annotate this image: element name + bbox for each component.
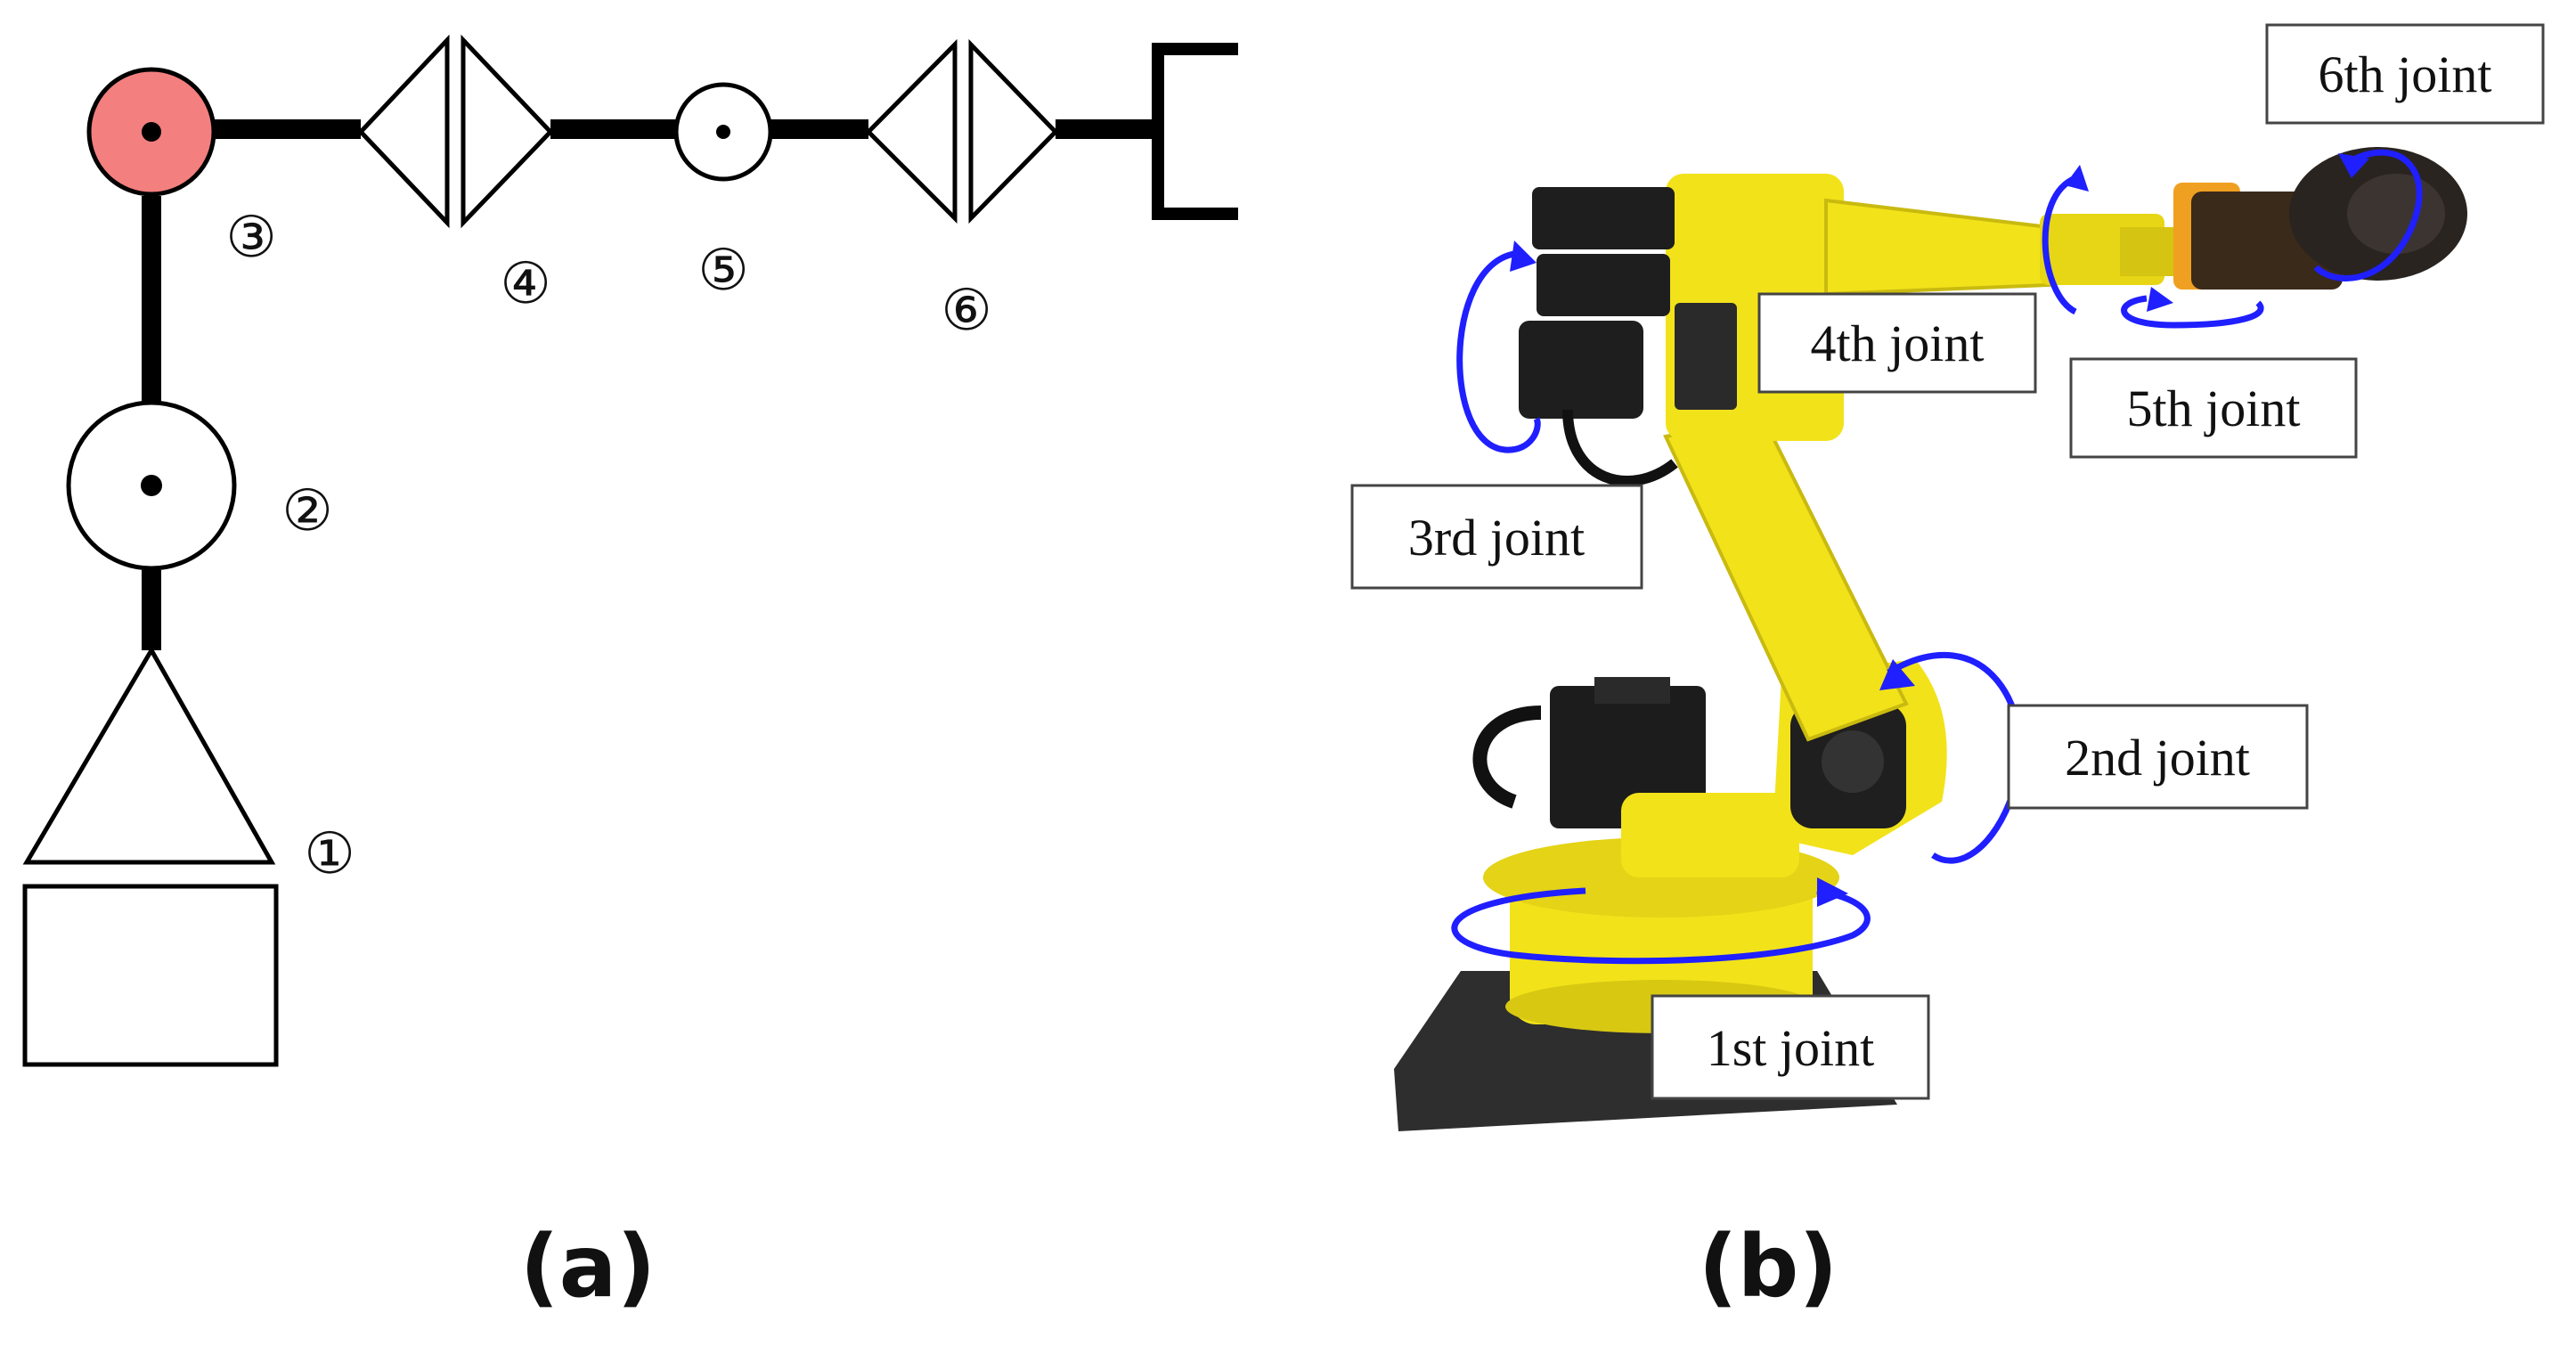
joint-3-rotation-arrow xyxy=(1456,250,1541,453)
joint-3-axis-dot xyxy=(142,122,161,142)
end-effector-gripper xyxy=(1152,43,1238,220)
arrowhead-j5 xyxy=(2147,287,2173,312)
joint-number-3: ③ xyxy=(225,205,276,271)
joint-label-4-text: 4th joint xyxy=(1811,314,1985,372)
joint-label-6: 6th joint xyxy=(2265,23,2545,125)
base-block xyxy=(22,884,279,1067)
joint-label-1-text: 1st joint xyxy=(1707,1019,1875,1077)
joint-4-rotation-arrow xyxy=(2042,175,2077,315)
arrowhead-j2 xyxy=(1879,659,1915,690)
joint-label-2-text: 2nd joint xyxy=(2065,729,2250,787)
joint-number-2: ② xyxy=(281,478,332,544)
joint-number-1: ① xyxy=(304,821,355,887)
arrowhead-j6 xyxy=(2338,153,2369,178)
robot-upper-arm xyxy=(1824,198,2200,297)
joint-number-6: ⑥ xyxy=(941,278,991,344)
joint-label-4: 4th joint xyxy=(1757,292,2037,394)
joint-1-symbol xyxy=(22,646,276,865)
joint-4-symbol xyxy=(357,34,554,229)
arrowhead-j1 xyxy=(1817,877,1848,907)
joint-label-3-text: 3rd joint xyxy=(1408,509,1585,567)
joint-label-5-text: 5th joint xyxy=(2127,379,2301,437)
joint-number-4: ④ xyxy=(500,251,550,317)
joint-label-2: 2nd joint xyxy=(2007,704,2309,810)
joint-label-1: 1st joint xyxy=(1651,994,1930,1100)
joint-label-3: 3rd joint xyxy=(1350,484,1643,590)
joint-6-rotation-arrow xyxy=(2313,149,2423,281)
panel-b-robot: 1st joint 2nd joint 3rd joint 4th joint … xyxy=(1350,23,2545,1317)
joint-5-axis-dot xyxy=(716,125,730,139)
joint-2-axis-dot xyxy=(141,475,162,496)
robot-wrist xyxy=(2173,147,2467,290)
joint-6-symbol xyxy=(865,38,1059,224)
panel-a-caption: (a) xyxy=(520,1217,656,1317)
joint-1-rotation-arrow xyxy=(1451,887,1871,965)
joint-number-5: ⑤ xyxy=(697,238,748,304)
joint-5-rotation-arrow xyxy=(2121,295,2264,329)
joint-label-6-text: 6th joint xyxy=(2319,45,2492,103)
arrowhead-j3 xyxy=(1510,241,1537,272)
arrowhead-j4 xyxy=(2065,165,2089,192)
panel-b-caption: (b) xyxy=(1699,1217,1838,1317)
panel-a-schematic: ① ② ③ ④ ⑤ ⑥ (a) xyxy=(22,34,1238,1317)
joint-label-5: 5th joint xyxy=(2069,357,2358,459)
